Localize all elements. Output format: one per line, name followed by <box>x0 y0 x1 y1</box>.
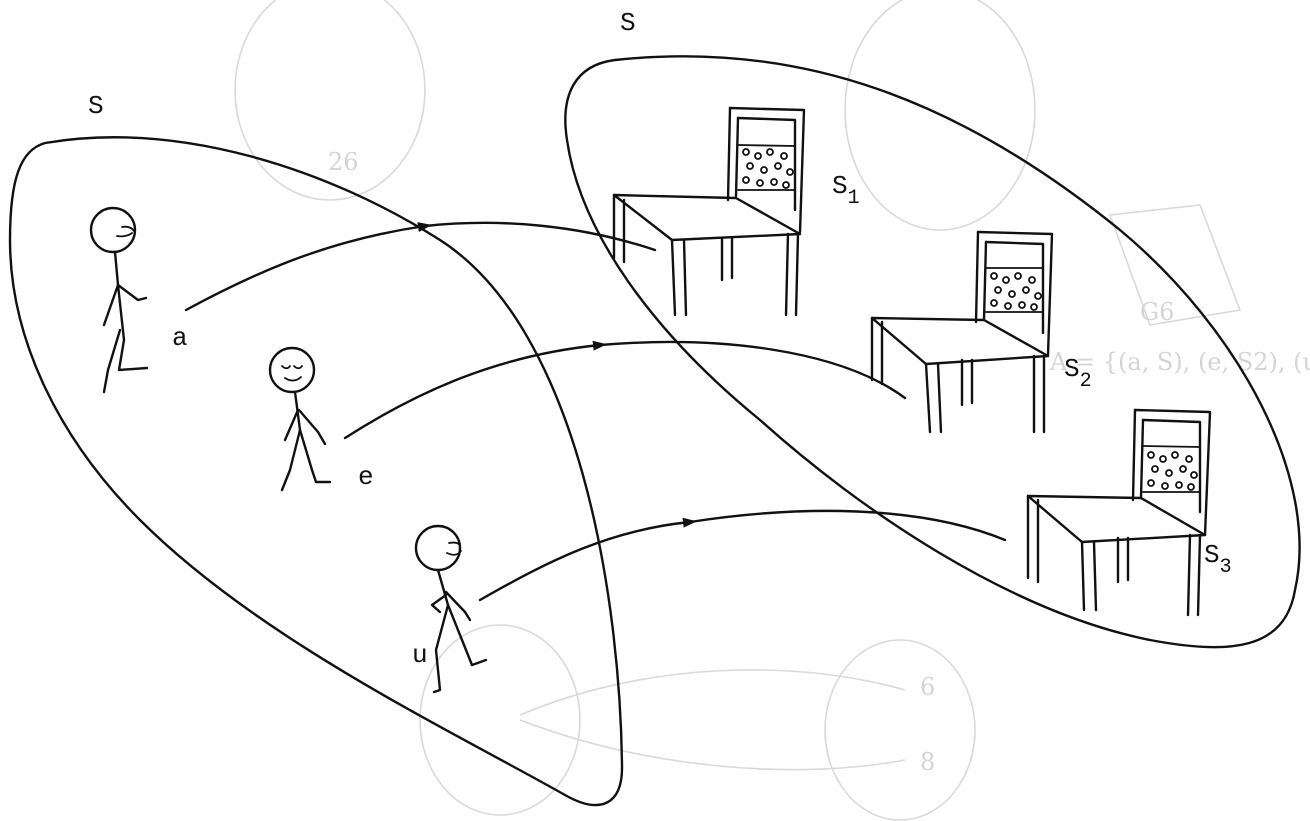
figure-a <box>91 208 147 392</box>
mapping-arrow-a-tail <box>425 223 655 250</box>
mapping-arrow-u <box>480 522 690 600</box>
image-s1-label: S1 <box>832 171 860 210</box>
codomain-set-label: S <box>620 8 636 38</box>
domain-set-outline <box>10 137 622 805</box>
chair-s2-upholstery <box>991 273 1041 310</box>
svg-text:26: 26 <box>328 148 359 176</box>
svg-text:8: 8 <box>920 748 935 776</box>
figure-e <box>270 348 330 490</box>
chair-s1-upholstery <box>743 149 793 188</box>
element-u-label: u <box>412 640 428 670</box>
mapping-arrow-e-tail <box>600 342 905 398</box>
chair-s3-upholstery <box>1148 452 1197 490</box>
domain-set-label: S <box>88 91 104 121</box>
mapping-arrow-e <box>345 345 600 438</box>
svg-text:6: 6 <box>920 673 935 701</box>
mapping-arrow-u-tail <box>690 511 1005 540</box>
element-e-label: e <box>358 462 374 492</box>
element-a-label: a <box>172 323 188 353</box>
chair-s1 <box>614 108 804 315</box>
chair-s3 <box>1028 410 1210 615</box>
svg-text:G6: G6 <box>1140 298 1174 326</box>
mapping-arrow-a <box>186 226 425 310</box>
image-s3-label: S3 <box>1204 540 1232 579</box>
chair-s2 <box>872 232 1052 432</box>
